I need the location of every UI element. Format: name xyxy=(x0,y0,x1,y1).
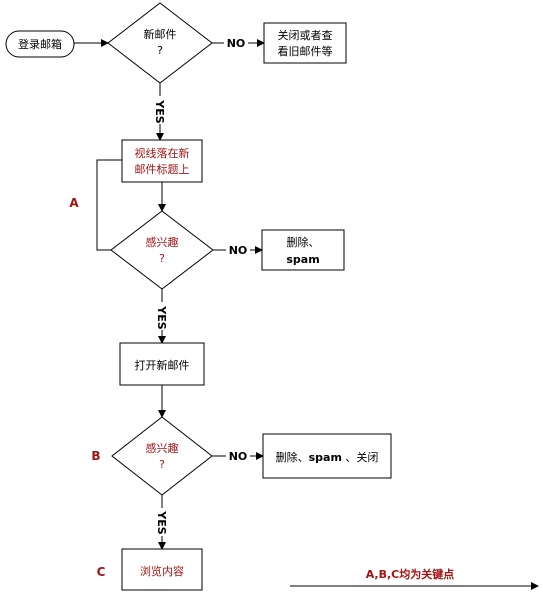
gaze-box: 视线落在新 邮件标题上 xyxy=(121,139,203,183)
edge-d3-no-label: NO xyxy=(229,450,248,463)
browse-label: 浏览内容 xyxy=(140,564,184,578)
decision-interested-1-line1: 感兴趣 xyxy=(146,235,179,249)
open-mail-box: 打开新邮件 xyxy=(119,342,205,386)
decision-interested-2-line2: ? xyxy=(159,458,165,471)
delete-spam-line1: 删除、 xyxy=(287,235,320,249)
edge-d3-yes-label: YES xyxy=(155,510,168,534)
delete-spam-close-box: 删除、spam 、关闭 xyxy=(262,433,392,479)
legend-label: A,B,C均为关键点 xyxy=(366,567,455,581)
close-or-view-line2: 看旧邮件等 xyxy=(278,44,333,58)
marker-b: B xyxy=(91,449,100,463)
decision-new-mail: 新邮件 ? xyxy=(107,2,213,84)
gaze-line2: 邮件标题上 xyxy=(135,162,190,176)
delete-spam-close-label: 删除、spam 、关闭 xyxy=(276,450,379,464)
decision-interested-1: 感兴趣 ? xyxy=(110,210,214,290)
edge-d1-no-label: NO xyxy=(227,37,246,50)
edge-d2-no-label: NO xyxy=(229,244,248,257)
marker-c: C xyxy=(97,565,106,579)
edge-d2-yes-label: YES xyxy=(155,305,168,329)
decision-new-mail-line2: ? xyxy=(157,44,163,57)
decision-interested-1-line2: ? xyxy=(159,252,165,265)
open-mail-label: 打开新邮件 xyxy=(135,358,190,372)
browse-box: 浏览内容 xyxy=(121,548,203,591)
close-or-view-box: 关闭或者查 看旧邮件等 xyxy=(263,22,347,64)
decision-interested-2: 感兴趣 ? xyxy=(111,416,213,496)
loop-line-a xyxy=(96,159,122,251)
decision-interested-2-line1: 感兴趣 xyxy=(146,441,179,455)
gaze-line1: 视线落在新 xyxy=(135,146,190,160)
decision-new-mail-line1: 新邮件 xyxy=(144,27,177,41)
login-label: 登录邮箱 xyxy=(18,37,62,51)
edge-d1-yes-label: YES xyxy=(153,99,166,123)
login-node: 登录邮箱 xyxy=(5,30,75,58)
delete-spam-line2: spam xyxy=(286,253,319,266)
delete-spam-box: 删除、 spam xyxy=(261,229,345,271)
close-or-view-line1: 关闭或者查 xyxy=(278,28,333,42)
marker-a: A xyxy=(69,196,79,210)
